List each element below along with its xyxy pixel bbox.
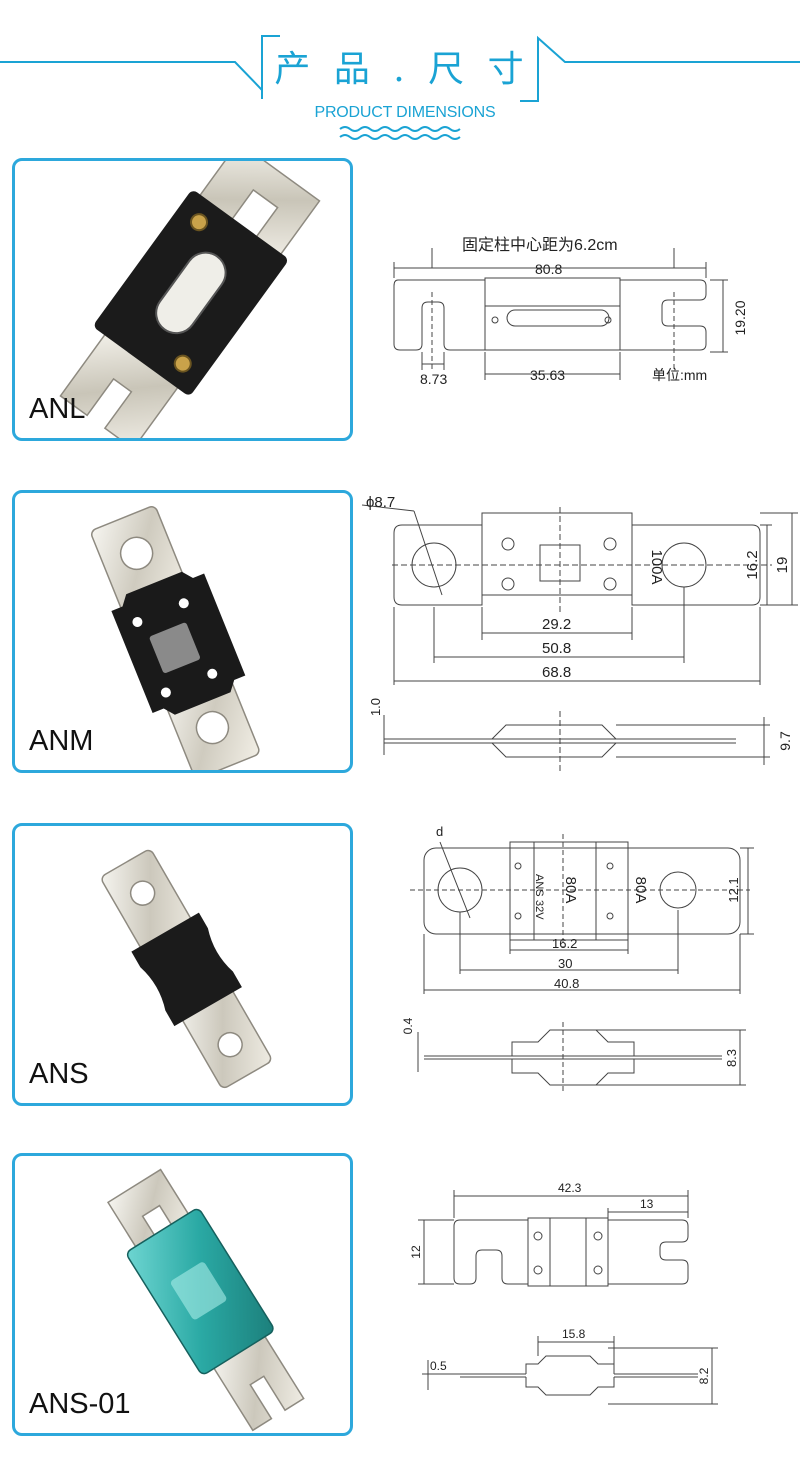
header-ornament — [0, 35, 800, 140]
ans-width-text: 12.1 — [726, 877, 741, 902]
ans-side-text: ANS — [533, 874, 545, 897]
product-card-anl: ANL — [12, 158, 353, 441]
product-card-anm: ANM — [12, 490, 353, 773]
product-label: ANL — [29, 393, 86, 425]
anm-d2-text: 50.8 — [542, 640, 571, 657]
anm-rating-text: 100A — [648, 549, 665, 584]
anm-body-thickness-text: 9.7 — [777, 731, 793, 751]
page-title: 产 品 . 尺 寸 — [274, 49, 530, 90]
anl-overall-text: 80.8 — [535, 261, 562, 277]
ans-d2-text: 30 — [558, 956, 572, 971]
anl-height-text: 19.20 — [732, 300, 748, 335]
product-card-ans: ANS — [12, 823, 353, 1106]
anl-fuse-photo-icon — [59, 161, 321, 438]
ans-01-height-text: 12 — [409, 1245, 423, 1259]
ans-01-overall-text: 42.3 — [558, 1181, 582, 1195]
ans-01-slot-text: 13 — [640, 1197, 654, 1211]
anl-body-text: 35.63 — [530, 367, 565, 383]
anl-dimension-diagram: 固定柱中心距为6.2cm 80.8 19.20 8.73 35.63 单位:mm — [393, 236, 748, 387]
anl-note-text: 固定柱中心距为6.2cm — [462, 236, 618, 254]
anm-width-outer-text: 19 — [774, 557, 791, 574]
ans-01-body-text: 15.8 — [562, 1327, 586, 1341]
anl-unit-text: 单位:mm — [652, 367, 707, 383]
ans-01-fuse-photo-icon — [106, 1168, 305, 1432]
product-label: ANS — [29, 1058, 89, 1090]
ans-hole-text: d — [436, 824, 443, 839]
anm-d1-text: 29.2 — [542, 616, 571, 633]
ans-01-body-thickness-text: 8.2 — [697, 1367, 711, 1384]
ans-thickness-text: 0.4 — [401, 1017, 415, 1034]
product-label: ANM — [29, 725, 94, 757]
page-header: 产 品 . 尺 寸 PRODUCT DIMENSIONS — [0, 0, 800, 150]
ans-body-thickness-text: 8.3 — [724, 1049, 739, 1067]
ans-voltage-text: 32V — [533, 900, 545, 920]
anm-d3-text: 68.8 — [542, 664, 571, 681]
anm-dimension-diagram: ϕ8.7 100A 16.2 19 29.2 50.8 68.8 1.0 9.7 — [362, 494, 798, 771]
ans-fuse-photo-icon — [101, 849, 272, 1089]
anm-hole-text: ϕ8.7 — [366, 494, 395, 511]
anl-slot-text: 8.73 — [420, 371, 447, 387]
ans-01-thickness-text: 0.5 — [430, 1359, 447, 1373]
ans-rating1-text: 80A — [562, 877, 579, 904]
product-label: ANS-01 — [29, 1388, 131, 1420]
anm-width-inner-text: 16.2 — [744, 550, 761, 579]
anm-fuse-photo-icon — [91, 506, 260, 770]
ans-dimension-diagram: d ANS 32V 80A 80A 12.1 16.2 30 40.8 0.4 … — [401, 824, 754, 1092]
ans-01-dimension-diagram: 42.3 13 12 15.8 0.5 8.2 — [409, 1181, 718, 1405]
ans-rating2-text: 80A — [632, 877, 649, 904]
ans-d1-text: 16.2 — [552, 936, 577, 951]
ans-d3-text: 40.8 — [554, 976, 579, 991]
page-subtitle: PRODUCT DIMENSIONS — [314, 104, 496, 121]
product-card-ans-01: ANS-01 — [12, 1153, 353, 1436]
anm-thickness-text: 1.0 — [368, 698, 383, 716]
